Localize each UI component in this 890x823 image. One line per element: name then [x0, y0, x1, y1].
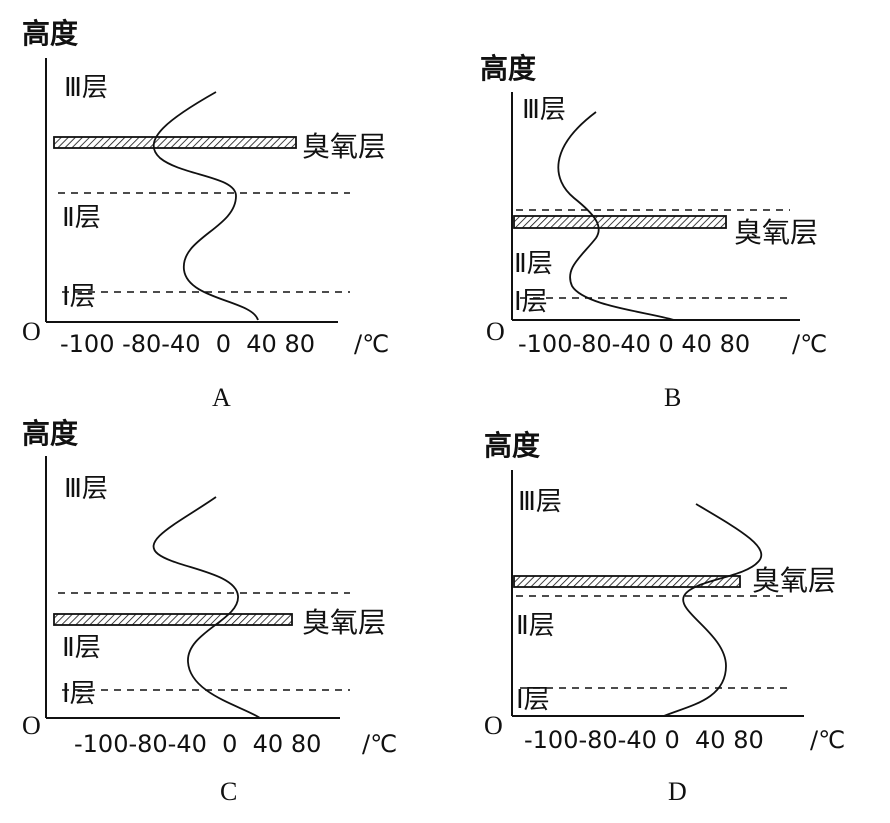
y-axis-label: 高度	[480, 52, 536, 85]
temperature-curve	[557, 111, 675, 321]
ozone-label: 臭氧层	[302, 130, 386, 163]
layer-2-label: Ⅱ层	[516, 611, 555, 641]
temperature-curve	[663, 503, 763, 717]
x-tick-labels: -100-80-40 0 40 80	[524, 726, 764, 754]
panel-label: C	[220, 777, 237, 806]
layer-3-label: Ⅲ层	[518, 487, 562, 517]
ozone-label: 臭氧层	[302, 606, 386, 639]
ozone-layer-band	[513, 215, 727, 229]
layer-3-label: Ⅲ层	[64, 474, 108, 504]
panel-d: 高度 O Ⅲ层 Ⅱ层 Ⅰ层 臭氧层 -100-80-40 0 40 80 /℃ …	[484, 429, 845, 806]
layer-1-label: Ⅰ层	[516, 685, 550, 715]
layer-3-label: Ⅲ层	[64, 73, 108, 103]
ozone-label: 臭氧层	[734, 216, 818, 249]
ozone-layer-band	[53, 136, 297, 149]
y-axis-label: 高度	[22, 417, 78, 450]
ozone-label: 臭氧层	[752, 564, 836, 597]
x-tick-labels: -100 -80-40 0 40 80	[60, 330, 315, 358]
origin-label: O	[486, 317, 505, 346]
y-axis-label: 高度	[484, 429, 540, 462]
unit-label: /℃	[810, 726, 845, 754]
panel-a: 高度 O Ⅲ层 Ⅱ层 Ⅰ层 臭氧层 -100 -80-40 0 40 80 /℃…	[22, 17, 389, 412]
layer-3-label: Ⅲ层	[522, 95, 566, 125]
layer-2-label: Ⅱ层	[62, 203, 101, 233]
temperature-curve	[152, 496, 261, 719]
layer-1-label: Ⅰ层	[514, 287, 548, 317]
panel-label: A	[212, 383, 231, 412]
layer-2-label: Ⅱ层	[514, 249, 553, 279]
unit-label: /℃	[362, 730, 397, 758]
unit-label: /℃	[792, 330, 827, 358]
x-tick-labels: -100-80-40 0 40 80	[518, 330, 750, 358]
panel-c: 高度 O Ⅲ层 Ⅱ层 Ⅰ层 臭氧层 -100-80-40 0 40 80 /℃ …	[22, 417, 397, 806]
x-tick-labels: -100-80-40 0 40 80	[74, 730, 321, 758]
layer-2-label: Ⅱ层	[62, 633, 101, 663]
layer-1-label: Ⅰ层	[62, 679, 96, 709]
ozone-layer-band	[513, 575, 741, 588]
unit-label: /℃	[354, 330, 389, 358]
temperature-curve	[152, 91, 259, 321]
y-axis-label: 高度	[22, 17, 78, 50]
layer-1-label: Ⅰ层	[62, 282, 96, 312]
panel-label: B	[664, 383, 681, 412]
ozone-layer-band	[53, 613, 293, 626]
panel-label: D	[668, 777, 687, 806]
origin-label: O	[484, 711, 503, 740]
origin-label: O	[22, 317, 41, 346]
origin-label: O	[22, 711, 41, 740]
panel-b: 高度 O Ⅲ层 Ⅱ层 Ⅰ层 臭氧层 -100-80-40 0 40 80 /℃ …	[480, 52, 827, 412]
